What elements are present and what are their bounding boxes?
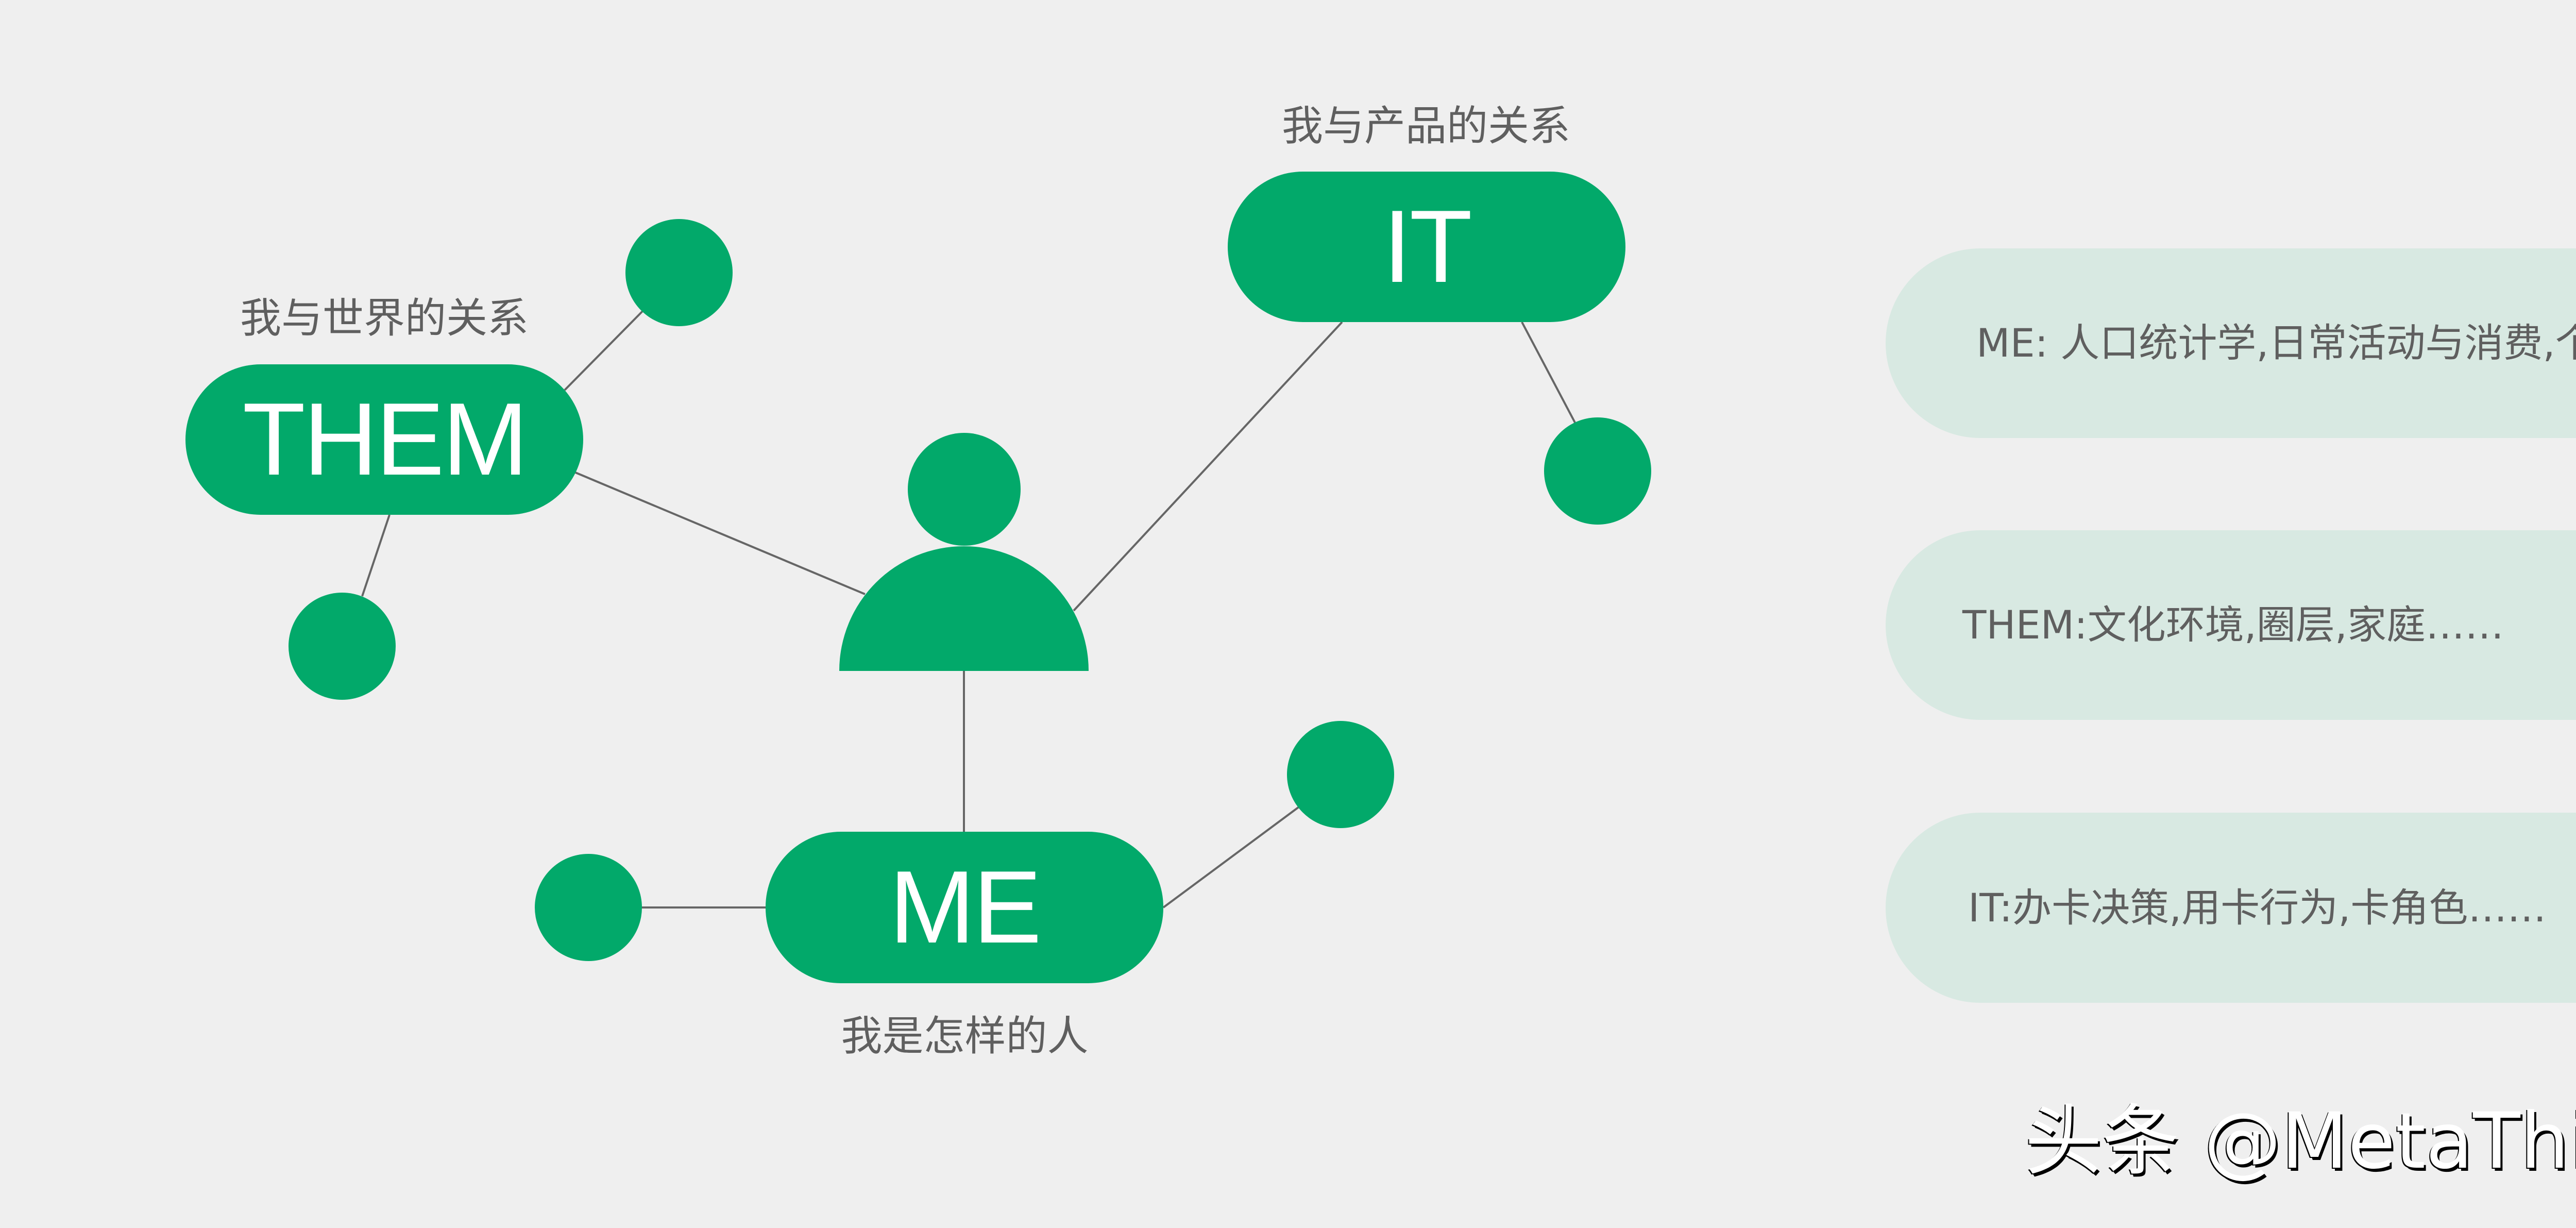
it-caption: 我与产品的关系 (1282, 102, 1570, 150)
link-it-dot (1521, 322, 1576, 423)
me-node-label: ME (889, 850, 1042, 965)
them-caption: 我与世界的关系 (240, 294, 529, 342)
desc-pill-it: IT:办卡决策,用卡行为,卡角色…… (1886, 813, 2576, 1003)
it-dot (1544, 417, 1651, 525)
desc-text-it: IT:办卡决策,用卡行为,卡角色…… (1968, 884, 2547, 931)
link-me-rightdot (1162, 806, 1300, 909)
desc-pill-them: THEM:文化环境,圈层,家庭…… (1886, 530, 2576, 720)
desc-text-them: THEM:文化环境,圈层,家庭…… (1962, 602, 2504, 648)
link-them-topdot (564, 310, 643, 391)
desc-text-me: ME: 人口统计学,日常活动与消费,个性…… (1976, 320, 2576, 366)
link-it-person (1073, 321, 1343, 612)
them-top-dot (625, 219, 733, 326)
person-head (908, 433, 1021, 546)
them-node-label: THEM (242, 382, 529, 497)
watermark-text: 头条 @MetaThink根元咨询 (2025, 1097, 2576, 1186)
them-node: THEM (185, 364, 583, 515)
me-caption: 我是怎样的人 (841, 1012, 1089, 1060)
it-node-label: IT (1383, 189, 1472, 304)
me-right-dot (1287, 721, 1394, 828)
link-them-bottomdot (361, 514, 391, 597)
me-node: ME (766, 832, 1163, 983)
link-them-person (575, 472, 866, 595)
me-left-dot (535, 854, 642, 961)
desc-pill-me: ME: 人口统计学,日常活动与消费,个性…… (1886, 248, 2576, 438)
it-node: IT (1228, 172, 1625, 322)
them-bottom-dot (289, 593, 396, 700)
